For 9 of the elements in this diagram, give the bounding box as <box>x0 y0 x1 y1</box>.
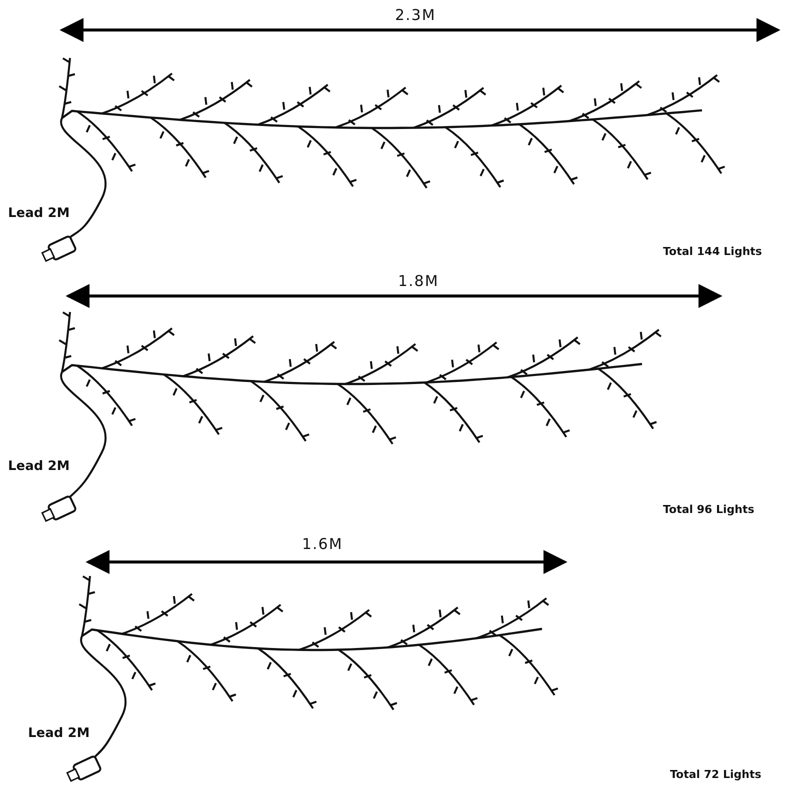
light-count-label: Total 72 Lights <box>670 768 762 781</box>
light-count-label: Total 96 Lights <box>663 503 754 516</box>
dimension-label: 1.8M <box>398 272 439 290</box>
light-count-label: Total 144 Lights <box>663 245 762 258</box>
dimension-label: 2.3M <box>395 6 436 24</box>
lead-length-label: Lead 2M <box>8 206 70 221</box>
lead-length-label: Lead 2M <box>8 459 70 474</box>
dimension-label: 1.6M <box>302 535 343 553</box>
lead-length-label: Lead 2M <box>28 726 90 741</box>
